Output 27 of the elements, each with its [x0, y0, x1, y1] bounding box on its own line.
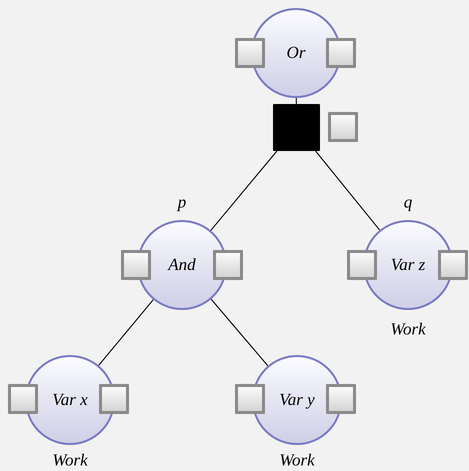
port-square	[121, 250, 151, 280]
side-label: p	[178, 191, 186, 214]
side-label: Work	[390, 318, 426, 340]
port-square	[326, 384, 356, 414]
node-label: And	[168, 254, 196, 276]
port-square	[213, 250, 243, 280]
connector-line	[98, 299, 154, 366]
node-label: Or	[286, 42, 306, 64]
port-square	[8, 384, 38, 414]
connector-line	[210, 298, 268, 366]
node-label: Var y	[279, 389, 315, 412]
port-square	[347, 250, 377, 280]
port-square	[438, 250, 468, 280]
port-square	[328, 112, 358, 142]
side-label: Work	[279, 449, 315, 471]
filled-square	[273, 104, 320, 151]
port-square	[99, 384, 129, 414]
connector-line	[296, 98, 297, 104]
connector-line	[210, 150, 278, 231]
port-square	[235, 384, 265, 414]
connector-line	[315, 150, 380, 231]
node-label: Var x	[52, 389, 88, 412]
side-label: Work	[52, 449, 88, 471]
node-label: Var z	[390, 254, 426, 276]
port-square	[326, 38, 356, 68]
side-label: q	[404, 191, 412, 214]
port-square	[235, 38, 265, 68]
